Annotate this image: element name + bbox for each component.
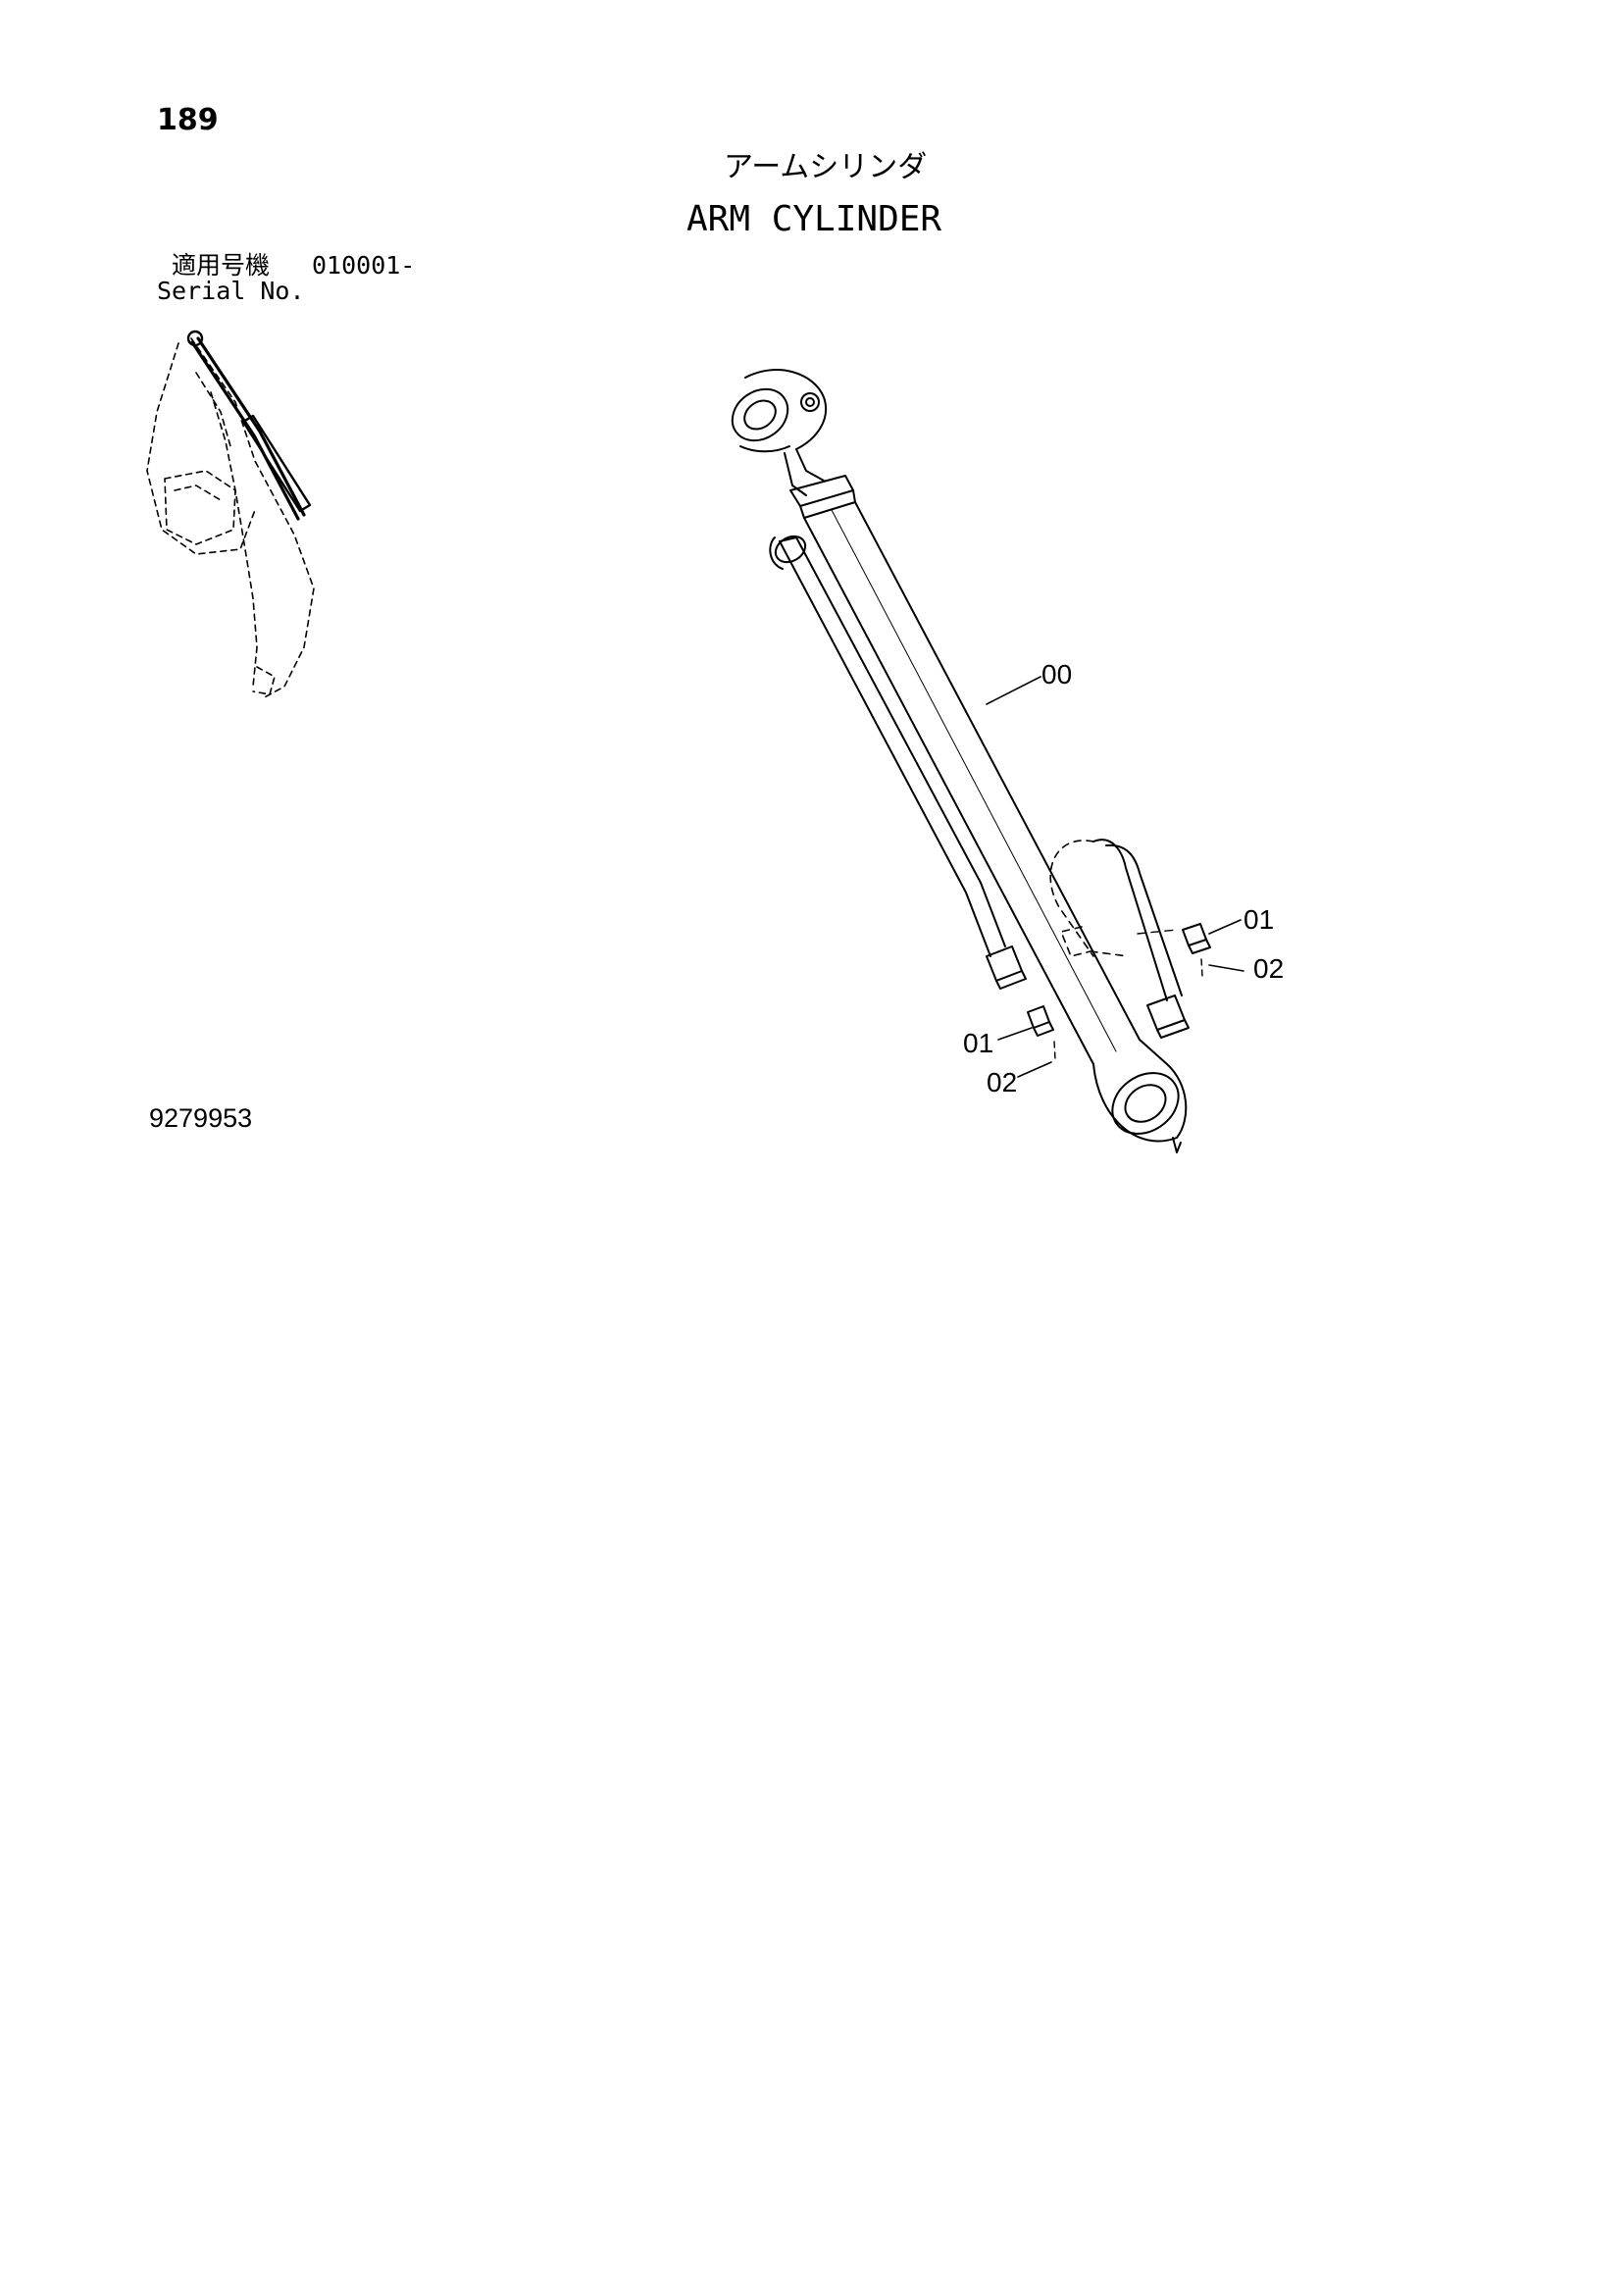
page-number: 189: [157, 103, 219, 137]
serial-label-english: Serial No.: [157, 277, 305, 305]
callout-01-left: 01: [963, 1028, 994, 1058]
serial-number-value: 010001-: [312, 251, 416, 280]
serial-label-japanese: 適用号機: [172, 251, 271, 280]
key-map-excavator: [146, 330, 315, 699]
document-number: 9279953: [149, 1103, 253, 1133]
title-japanese: アームシリンダ: [724, 150, 928, 184]
callout-00: 00: [1041, 659, 1073, 689]
arm-cylinder-drawing: [731, 369, 1244, 1153]
page-title: ARM CYLINDER: [686, 199, 942, 239]
callout-01-right: 01: [1243, 904, 1275, 935]
callout-02-right: 02: [1253, 953, 1285, 984]
callout-02-left: 02: [987, 1067, 1018, 1097]
